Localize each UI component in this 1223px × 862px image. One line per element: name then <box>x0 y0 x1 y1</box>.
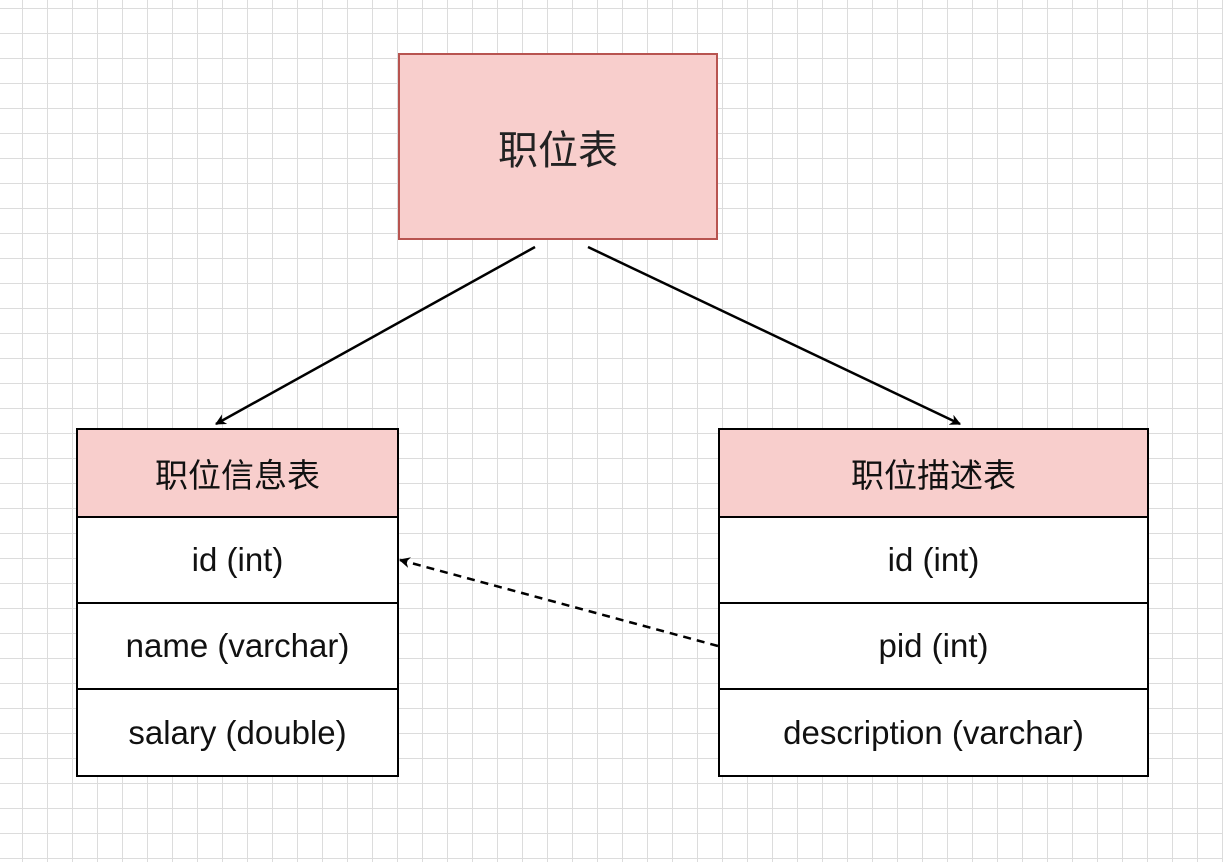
table-name-position-description: 职位描述表 <box>851 456 1016 495</box>
foreign-key-arrow-pid-to-id <box>398 557 719 648</box>
table-position-description: 职位描述表 id (int) pid (int) description (va… <box>718 428 1149 777</box>
relation-arrow-root-to-description <box>587 245 961 426</box>
field-row-id: id (int) <box>78 518 397 604</box>
field-label: description (varchar) <box>783 713 1084 751</box>
table-name-position-info: 职位信息表 <box>155 456 320 495</box>
table-header-position-info: 职位信息表 <box>78 430 397 518</box>
field-row-name: name (varchar) <box>78 604 397 690</box>
field-label: salary (double) <box>128 713 347 751</box>
root-entity-box: 职位表 <box>398 53 718 240</box>
field-label: id (int) <box>887 541 980 578</box>
field-row-salary: salary (double) <box>78 690 397 775</box>
field-row-description: description (varchar) <box>720 690 1147 775</box>
field-label: pid (int) <box>878 627 989 664</box>
field-label: name (varchar) <box>125 627 350 664</box>
table-position-info: 职位信息表 id (int) name (varchar) salary (do… <box>76 428 399 777</box>
field-row-id: id (int) <box>720 518 1147 604</box>
field-row-pid: pid (int) <box>720 604 1147 690</box>
table-header-position-description: 职位描述表 <box>720 430 1147 518</box>
relation-arrow-root-to-info <box>215 245 536 426</box>
field-label: id (int) <box>191 541 284 578</box>
root-entity-label: 职位表 <box>498 127 618 174</box>
